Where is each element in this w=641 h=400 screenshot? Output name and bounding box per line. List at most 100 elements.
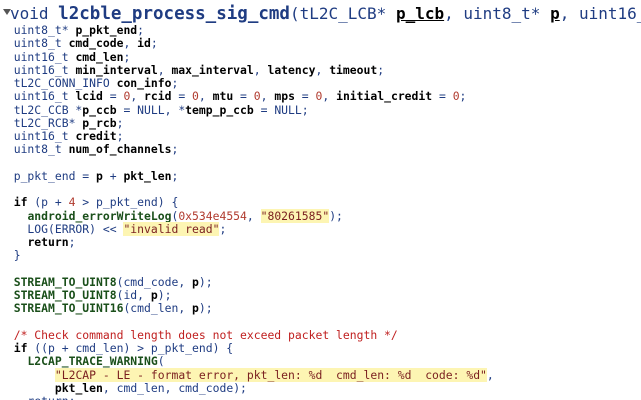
- code-line: STREAM_TO_UINT16(cmd_len, p);: [0, 302, 213, 315]
- code-token: ;: [68, 235, 76, 249]
- code-token: p: [150, 288, 158, 302]
- code-token: tL2C_CONN_INFO: [0, 76, 117, 90]
- code-token: LOG(ERROR) <<: [0, 221, 124, 236]
- code-token: p_rcb: [82, 115, 117, 130]
- code-token: if: [13, 341, 28, 355]
- code-token: p_lcb: [395, 4, 445, 23]
- code-token: cmd_code: [68, 36, 124, 51]
- code-token: id: [137, 36, 151, 51]
- code-token: p_pkt_end =: [0, 168, 97, 183]
- code-line: }: [0, 249, 21, 262]
- code-token: temp_p_ccb: [185, 102, 254, 117]
- code-token: p: [192, 301, 199, 316]
- code-token: pkt_len: [54, 380, 103, 395]
- code-token: 0: [253, 89, 261, 104]
- code-token: ,: [315, 62, 330, 77]
- code-token: rcid: [144, 89, 172, 104]
- code-token: uint16_t: [0, 49, 76, 64]
- code-token: [0, 275, 14, 289]
- code-token: ((p + cmd_len) > p_pkt_end) {: [27, 341, 234, 355]
- code-token: +: [102, 168, 124, 183]
- code-token: = NULL;: [253, 102, 309, 117]
- code-token: [0, 288, 14, 302]
- code-line: android_errorWriteLog(0x534e4554, "80261…: [0, 208, 343, 223]
- code-token: "L2CAP - LE - format error, pkt_len: %d …: [54, 367, 487, 382]
- code-token: ;: [171, 168, 179, 183]
- code-token: "invalid read": [123, 221, 220, 236]
- code-token: (id,: [116, 288, 151, 302]
- code-token: uint8_t: [0, 142, 69, 157]
- code-line: uint8_t cmd_code, id;: [0, 37, 158, 50]
- code-token: );: [198, 301, 213, 316]
- code-token: ,: [253, 62, 268, 77]
- code-token: STREAM_TO_UINT8: [13, 274, 117, 289]
- code-line: uint16_t cmd_len;: [0, 49, 131, 64]
- code-token: > p_pkt_end) {: [75, 195, 179, 210]
- code-token: (cmd_len,: [123, 301, 193, 316]
- code-token: ;: [459, 89, 467, 104]
- code-token: ;: [123, 49, 131, 64]
- code-token: mps: [274, 89, 295, 104]
- code-token: [0, 368, 55, 382]
- fold-marker-icon[interactable]: [3, 9, 11, 15]
- code-line: "L2CAP - LE - format error, pkt_len: %d …: [0, 367, 494, 382]
- code-token: (p +: [27, 195, 69, 210]
- code-token: p_ccb: [82, 102, 117, 117]
- code-token: , uint16_t: [559, 4, 641, 23]
- code-line: if (p + 4 > p_pkt_end) {: [0, 195, 179, 210]
- code-token: );: [329, 208, 343, 223]
- code-token: , uint8_t*: [444, 4, 551, 23]
- code-token: [0, 341, 14, 355]
- code-token: min_interval: [75, 62, 158, 77]
- code-token: STREAM_TO_UINT8: [13, 288, 117, 302]
- code-line: STREAM_TO_UINT8(id, p);: [0, 288, 172, 302]
- code-token: 0: [123, 89, 131, 104]
- code-token: credit: [75, 129, 117, 143]
- code-line: uint16_t lcid = 0, rcid = 0, mtu = 0, mp…: [0, 89, 467, 104]
- code-token: timeout: [329, 62, 378, 77]
- code-token: ,: [130, 89, 145, 104]
- code-line: if ((p + cmd_len) > p_pkt_end) {: [0, 341, 234, 355]
- code-token: p: [550, 4, 560, 23]
- code-token: , cmd_len, cmd_code);: [102, 380, 247, 395]
- code-token: return: [27, 235, 69, 249]
- code-token: if: [13, 195, 28, 210]
- code-line: uint8_t* p_pkt_end;: [0, 23, 145, 37]
- code-token: [0, 381, 55, 395]
- code-token: void: [10, 4, 59, 23]
- code-token: latency: [267, 62, 316, 77]
- code-token: [0, 235, 27, 249]
- code-token: return;: [0, 394, 75, 400]
- code-token: ;: [116, 129, 124, 143]
- function-signature-line: void l2cble_process_sig_cmd(tL2C_LCB* p_…: [10, 4, 641, 24]
- code-line: uint8_t num_of_channels;: [0, 142, 179, 157]
- code-token: L2CAP_TRACE_WARNING: [27, 354, 158, 369]
- code-token: p: [96, 168, 103, 183]
- code-token: ;: [171, 76, 179, 90]
- code-token: con_info: [116, 76, 172, 90]
- code-token: = NULL, *: [116, 102, 186, 117]
- code-line: p_pkt_end = p + pkt_len;: [0, 168, 179, 183]
- code-token: 0x534e4554: [178, 208, 247, 223]
- code-token: ;: [150, 36, 158, 51]
- code-token: 0: [315, 89, 323, 104]
- code-token: ,: [123, 36, 138, 51]
- code-token: cmd_len: [75, 49, 124, 64]
- code-token: ;: [137, 23, 145, 37]
- code-line: uint16_t min_interval, max_interval, lat…: [0, 62, 384, 77]
- code-token: uint16_t: [0, 62, 76, 77]
- code-line: pkt_len, cmd_len, cmd_code);: [0, 380, 247, 395]
- code-line: LOG(ERROR) << "invalid read";: [0, 221, 226, 236]
- code-line: /* Check command length does not exceed …: [0, 328, 398, 342]
- code-token: [0, 301, 14, 315]
- code-line: tL2C_RCB* p_rcb;: [0, 115, 124, 130]
- code-token: (: [171, 208, 179, 223]
- code-token: =: [432, 89, 453, 104]
- code-token: "80261585": [260, 208, 330, 223]
- code-line: return;: [0, 394, 75, 400]
- code-token: uint16_t: [0, 89, 76, 104]
- code-token: ,: [486, 367, 494, 382]
- code-token: initial_credit: [336, 89, 433, 104]
- code-token: ;: [116, 115, 124, 130]
